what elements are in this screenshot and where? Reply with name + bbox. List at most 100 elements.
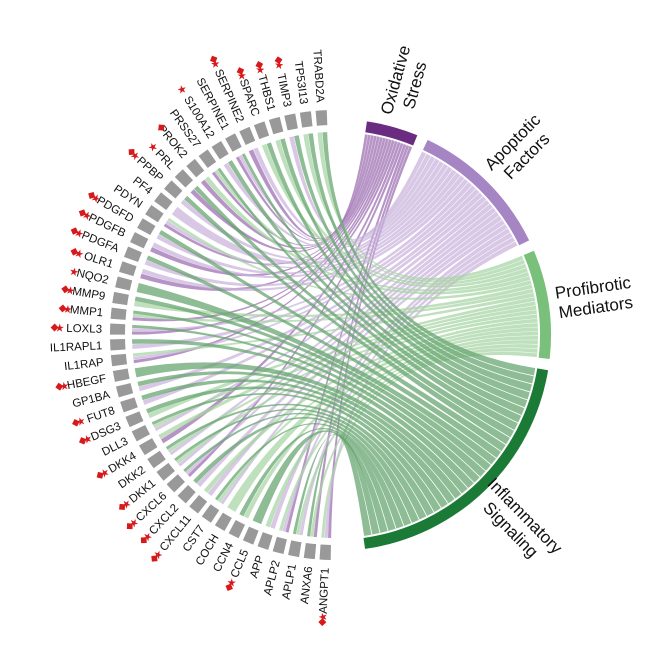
ribbon-dkk2-3	[165, 403, 434, 516]
star-icon: ★	[64, 283, 76, 297]
diamond-icon	[210, 55, 218, 63]
gene-arc-pdgfb	[130, 232, 149, 249]
gene-arc-serpine2	[239, 126, 256, 145]
ribbon-gp1ba-3	[137, 371, 462, 499]
gene-label-mmp9: MMP9	[71, 286, 106, 303]
category-arc-profibrotic-mediators	[523, 250, 551, 360]
ribbon-pdgfd-3	[158, 229, 506, 452]
ribbon-serpine1-1	[238, 154, 436, 247]
gene-arc-tp53i13	[299, 111, 313, 128]
gene-arc-nqo2	[115, 276, 133, 291]
diamond-icon	[119, 503, 126, 511]
category-arc-oxidative-stress	[365, 121, 418, 146]
diamond-icon	[58, 304, 67, 313]
diamond-icon	[140, 537, 147, 544]
gene-arc-ccn4	[228, 520, 246, 539]
gene-label-group-mmp9: MMP9★	[61, 283, 106, 303]
diamond-icon	[61, 285, 70, 294]
gene-arc-timp3	[284, 113, 298, 131]
ribbon-ccl5-3	[252, 430, 388, 533]
diamond-icon	[55, 382, 64, 391]
star-icon: ★	[55, 322, 65, 335]
gene-arc-aplp2	[272, 536, 287, 555]
gene-arc-gp1ba	[115, 383, 134, 398]
category-label-apoptotic-factors: ApoptoticFactors	[481, 110, 559, 188]
ribbon-serpine2-1	[253, 147, 431, 244]
gene-arc-ppbp	[164, 180, 183, 199]
gene-arc-ccl5	[242, 526, 259, 545]
diamond-icon	[274, 56, 283, 65]
gene-label-loxl3: LOXL3	[66, 323, 102, 336]
gene-label-group-anxa6: ANXA6	[299, 566, 315, 605]
diamond-icon	[70, 227, 79, 235]
gene-label-group-mmp1: MMP1★	[58, 302, 104, 319]
diamond-icon	[96, 471, 104, 479]
gene-arc-sparc	[253, 121, 270, 140]
gene-arc-dsg3	[125, 411, 144, 428]
diamond-icon	[236, 67, 245, 75]
gene-label-anxa6: ANXA6	[299, 566, 315, 605]
gene-arc-olr1	[119, 261, 137, 277]
gene-arc-hbegf	[112, 368, 130, 382]
diamond-icon	[158, 124, 165, 131]
gene-label-angpt1: ANGPT1	[318, 568, 332, 614]
gene-arc-dkk4	[139, 438, 158, 456]
gene-arc-mmp1	[110, 307, 127, 320]
gene-label-hbegf: HBEGF	[66, 373, 107, 392]
diamond-icon	[318, 618, 327, 627]
ribbon-layer	[132, 132, 538, 538]
gene-arc-cst7	[201, 504, 220, 523]
diamond-icon	[225, 583, 233, 592]
category-arc-layer	[363, 121, 551, 549]
ribbon-aplp1-3	[292, 434, 380, 535]
gene-label-trabd2a: TRABD2A	[310, 49, 325, 103]
gene-arc-layer	[110, 110, 331, 560]
ribbon-olr1-1	[141, 178, 469, 291]
gene-label-aplp2: APLP2	[262, 559, 283, 597]
ribbon-ppbp-1	[180, 161, 444, 261]
star-icon: ★	[316, 612, 329, 623]
gene-arc-coch	[214, 512, 232, 531]
gene-arc-anxa6	[303, 542, 317, 560]
gene-arc-s100a12	[211, 140, 229, 160]
gene-label-group-loxl3: LOXL3★	[50, 322, 102, 336]
diamond-icon	[78, 437, 87, 445]
gene-arc-cxcl11	[189, 495, 208, 514]
ribbon-dkk1-1	[178, 207, 496, 467]
ribbon-cxcl6-1	[185, 211, 499, 475]
gene-arc-app	[257, 532, 273, 550]
diamond-icon	[88, 191, 96, 199]
category-arc-inflammatory-signaling	[363, 368, 549, 549]
gene-arc-pdgfa	[124, 246, 142, 263]
ribbon-s100a12-1	[223, 158, 440, 250]
category-label-group-1: ApoptoticFactors	[481, 110, 559, 188]
gene-arc-cxcl2	[177, 485, 196, 504]
category-label-oxidative-stress: OxidativeStress	[377, 43, 433, 122]
gene-label-group-trabd2a: TRABD2A	[310, 49, 325, 103]
ribbon-il1rap-2	[132, 292, 535, 357]
ribbon-aplp2-0	[285, 143, 407, 533]
ribbon-prss27-0	[211, 135, 374, 246]
gene-arc-mmp9	[112, 291, 129, 306]
gene-arc-prl	[174, 169, 193, 188]
ribbon-il1rapl1-3	[132, 339, 474, 489]
ribbon-dkk1-3	[174, 408, 427, 520]
star-icon: ★	[62, 302, 73, 316]
star-icon: ★	[68, 265, 81, 280]
gene-label-timp3: TIMP3	[274, 73, 293, 109]
gene-label-group-il1rapl1: IL1RAPL1	[50, 340, 103, 354]
star-icon: ★	[272, 59, 287, 71]
gene-label-group-il1rap: IL1RAP	[64, 357, 105, 373]
diamond-icon	[126, 523, 133, 530]
gene-arc-fut8	[120, 397, 138, 413]
gene-label-mmp1: MMP1	[69, 304, 103, 319]
gene-label-nqo2: NQO2	[75, 267, 110, 286]
gene-arc-il1rap	[110, 353, 128, 367]
category-label-group-0: OxidativeStress	[377, 43, 433, 122]
gene-label-group-tp53i13: TP53I13	[292, 60, 310, 105]
gene-arc-cxcl6	[166, 474, 185, 493]
gene-label-olr1: OLR1	[82, 250, 114, 271]
gene-label-group-aplp1: APLP1	[281, 563, 299, 600]
gene-label-aplp1: APLP1	[281, 563, 299, 600]
gene-arc-pdgfd	[137, 218, 156, 236]
